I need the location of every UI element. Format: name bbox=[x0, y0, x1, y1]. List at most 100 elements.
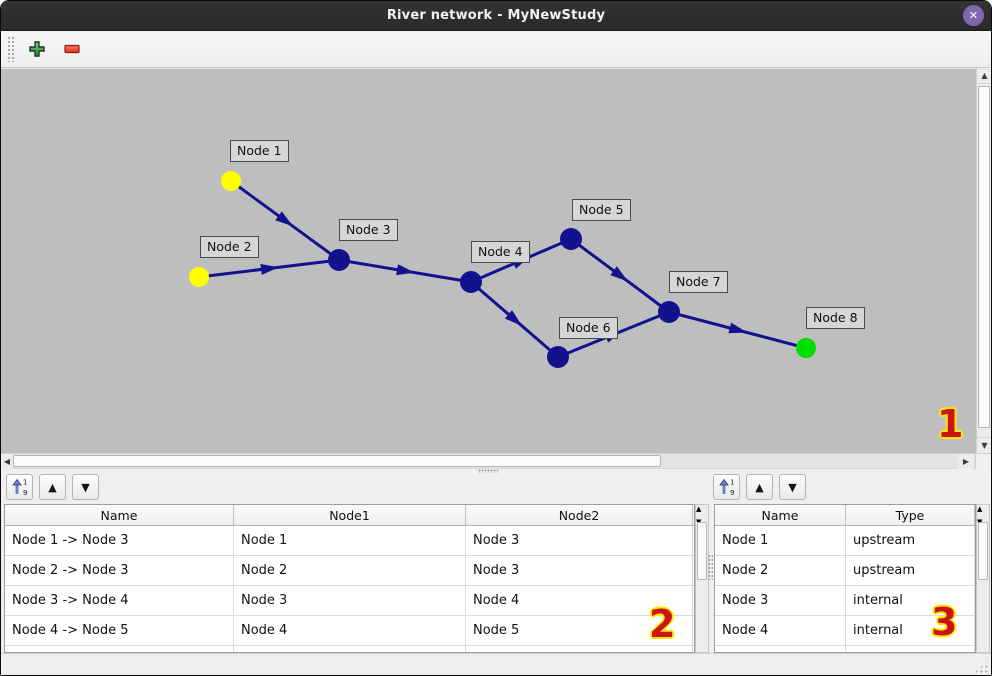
node-circle[interactable] bbox=[547, 346, 569, 368]
move-up-nodes-button[interactable]: ▲ bbox=[746, 474, 773, 500]
sort-ascending-icon: 1 9 bbox=[11, 479, 27, 496]
pane-splitter-handle[interactable] bbox=[478, 469, 498, 473]
sort-nodes-button[interactable]: 1 9 bbox=[713, 474, 740, 500]
node-label[interactable]: Node 2 bbox=[200, 236, 259, 258]
column-header[interactable]: Type bbox=[846, 505, 975, 525]
edge-arrow-icon bbox=[504, 310, 523, 327]
table-cell[interactable]: Node 1 bbox=[715, 526, 846, 555]
column-header[interactable]: Name bbox=[5, 505, 234, 525]
node-label[interactable]: Node 1 bbox=[230, 140, 289, 162]
up-arrow-icon: ▲ bbox=[755, 480, 764, 494]
down-arrow-icon: ▼ bbox=[81, 480, 90, 494]
table-cell[interactable]: Node 2 bbox=[234, 556, 466, 585]
node-label[interactable]: Node 7 bbox=[669, 271, 728, 293]
links-table-scrollbar[interactable]: ▲ ▼ bbox=[695, 504, 709, 653]
edge-arrow-icon bbox=[260, 264, 279, 275]
canvas-horizontal-scrollbar[interactable]: ◀ ▶ bbox=[1, 453, 991, 469]
node-label[interactable]: Node 4 bbox=[471, 241, 530, 263]
move-down-links-button[interactable]: ▼ bbox=[72, 474, 99, 500]
node-circle[interactable] bbox=[460, 271, 482, 293]
close-button[interactable]: ✕ bbox=[963, 5, 984, 26]
node-circle[interactable] bbox=[560, 228, 582, 250]
edge-arrow-icon bbox=[275, 211, 294, 227]
down-arrow-icon: ▼ bbox=[788, 480, 797, 494]
table-cell[interactable]: Node 3 bbox=[234, 586, 466, 615]
scroll-down-icon[interactable]: ▼ bbox=[977, 437, 991, 453]
svg-text:9: 9 bbox=[23, 489, 27, 496]
table-cell bbox=[234, 646, 466, 652]
canvas-vscroll-thumb[interactable] bbox=[978, 86, 990, 428]
remove-button[interactable] bbox=[59, 36, 85, 62]
canvas-hscroll-thumb[interactable] bbox=[13, 455, 661, 467]
annotation-number: 3 bbox=[931, 600, 958, 644]
titlebar[interactable]: River network - MyNewStudy ✕ bbox=[1, 1, 991, 31]
scroll-up-icon[interactable]: ▲ bbox=[977, 505, 983, 513]
table-cell[interactable]: upstream bbox=[846, 556, 975, 585]
node-label[interactable]: Node 3 bbox=[339, 219, 398, 241]
node-label[interactable]: Node 6 bbox=[559, 317, 618, 339]
table-cell[interactable]: Node 1 -> Node 3 bbox=[5, 526, 234, 555]
nodes-table-scrollbar[interactable]: ▲ ▼ bbox=[976, 504, 990, 653]
scroll-up-icon[interactable]: ▲ bbox=[977, 68, 991, 84]
node-label[interactable]: Node 5 bbox=[572, 199, 631, 221]
column-header[interactable]: Node2 bbox=[466, 505, 693, 525]
table-cell[interactable]: Node 1 bbox=[234, 526, 466, 555]
node-circle[interactable] bbox=[658, 301, 680, 323]
canvas-vertical-scrollbar[interactable]: ▲ ▼ bbox=[976, 68, 991, 453]
node-label[interactable]: Node 8 bbox=[806, 307, 865, 329]
node-circle[interactable] bbox=[189, 267, 209, 287]
table-cell[interactable]: internal bbox=[846, 586, 975, 615]
window-resize-grip[interactable] bbox=[973, 660, 989, 674]
table-cell[interactable]: upstream bbox=[846, 526, 975, 555]
nodes-scroll-thumb[interactable] bbox=[978, 522, 988, 580]
add-button[interactable] bbox=[24, 36, 50, 62]
edge-arrow-icon bbox=[610, 266, 629, 282]
annotation-number: 2 bbox=[649, 602, 676, 646]
table-cell[interactable]: Node 4 bbox=[234, 616, 466, 645]
table-cell[interactable]: Node 4 -> Node 5 bbox=[5, 616, 234, 645]
table-cell[interactable]: Node 4 bbox=[715, 616, 846, 645]
scroll-left-icon[interactable]: ◀ bbox=[1, 454, 13, 469]
tables-splitter-handle[interactable] bbox=[708, 554, 713, 580]
table-cell[interactable]: Node 2 bbox=[715, 556, 846, 585]
move-up-links-button[interactable]: ▲ bbox=[39, 474, 66, 500]
scroll-right-icon[interactable]: ▶ bbox=[958, 454, 974, 469]
network-canvas[interactable]: Node 1 Node 2 Node 3 Node 4 Node 5 Node 6 Node… bbox=[1, 68, 978, 453]
node-circle[interactable] bbox=[796, 338, 816, 358]
sort-links-button[interactable]: 1 9 bbox=[6, 474, 33, 500]
partial-row bbox=[715, 646, 975, 652]
table-cell bbox=[846, 646, 975, 652]
table-cell[interactable]: Node 3 -> Node 4 bbox=[5, 586, 234, 615]
table-cell bbox=[5, 646, 234, 652]
table-cell[interactable]: Node 4 bbox=[466, 586, 693, 615]
node-circle[interactable] bbox=[221, 171, 241, 191]
table-cell[interactable]: Node 3 bbox=[466, 556, 693, 585]
remove-icon bbox=[64, 44, 80, 54]
scroll-up-icon[interactable]: ▲ bbox=[696, 505, 702, 513]
move-down-nodes-button[interactable]: ▼ bbox=[779, 474, 806, 500]
svg-text:9: 9 bbox=[730, 489, 734, 496]
table-cell[interactable]: Node 3 bbox=[466, 526, 693, 555]
node-circle[interactable] bbox=[328, 249, 350, 271]
links-scroll-thumb[interactable] bbox=[697, 522, 707, 580]
column-header[interactable]: Name bbox=[715, 505, 846, 525]
toolbar-grip-handle[interactable] bbox=[7, 36, 15, 62]
table-cell[interactable]: internal bbox=[846, 616, 975, 645]
table-cell[interactable]: Node 5 bbox=[466, 616, 693, 645]
table-cell[interactable]: Node 3 bbox=[715, 586, 846, 615]
table-cell[interactable]: Node 2 -> Node 3 bbox=[5, 556, 234, 585]
column-header[interactable]: Node1 bbox=[234, 505, 466, 525]
edge-arrow-icon bbox=[396, 264, 415, 276]
